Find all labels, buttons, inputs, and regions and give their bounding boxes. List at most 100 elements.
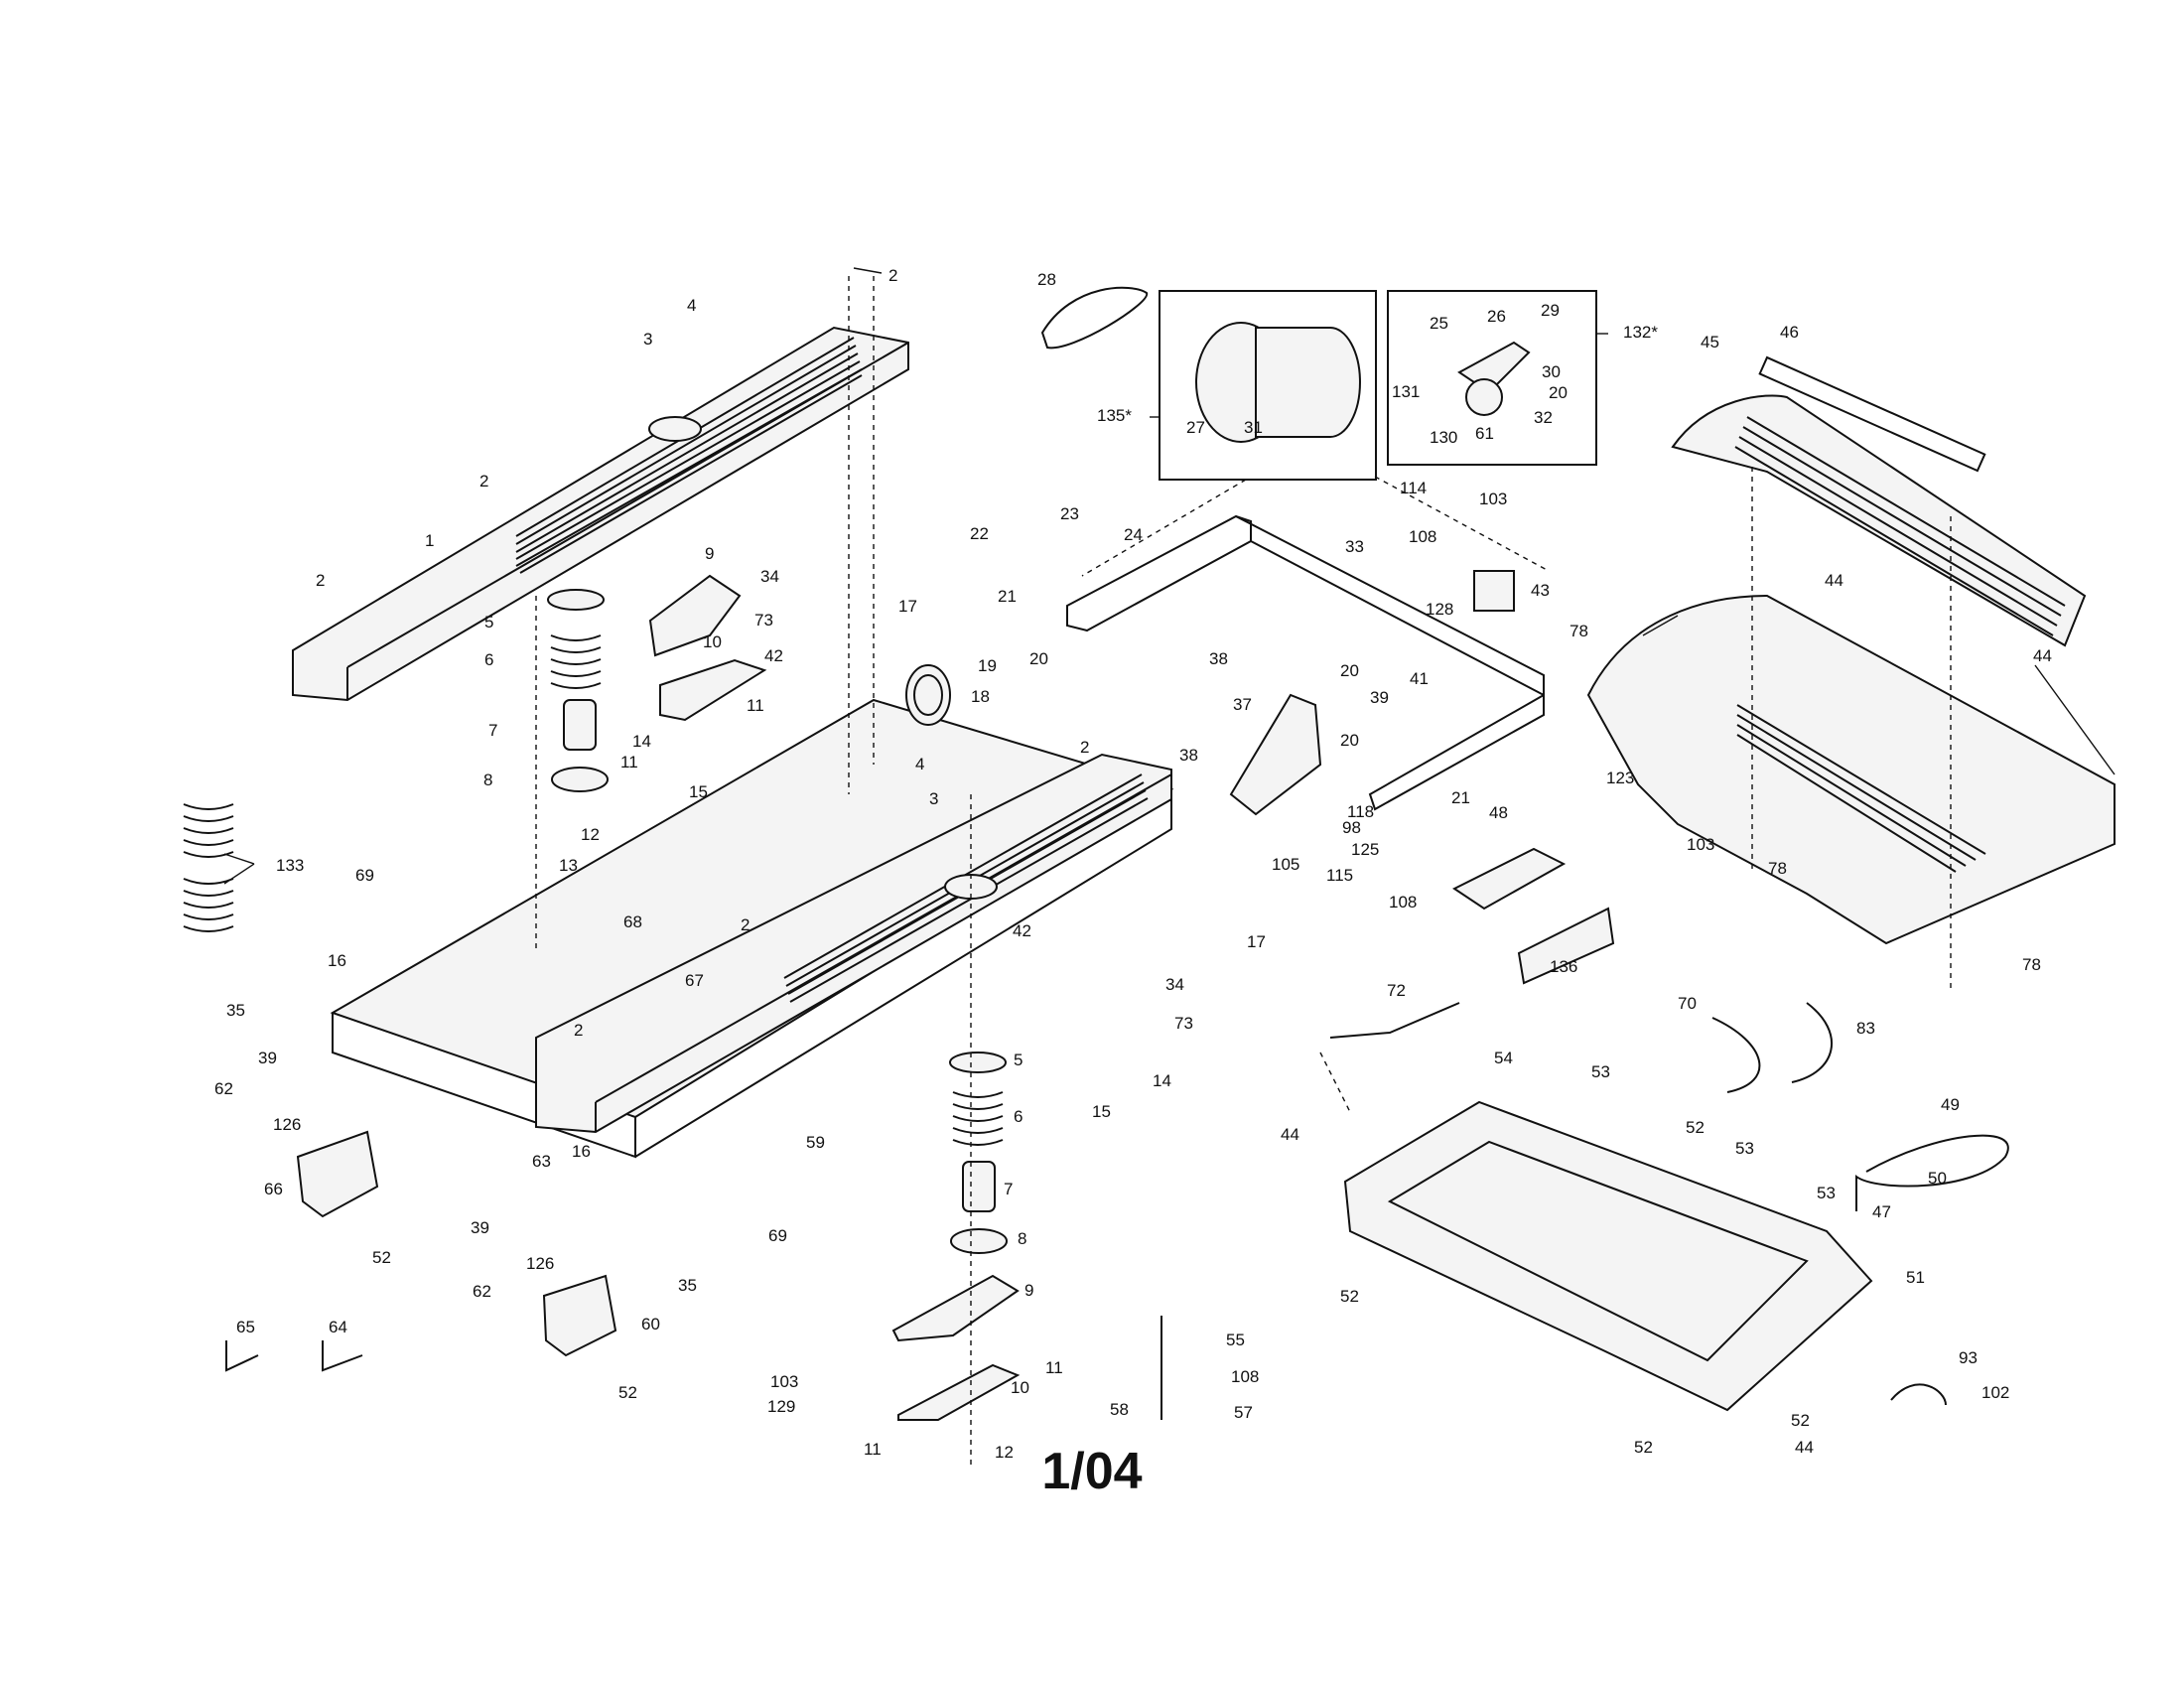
label-38: 38 bbox=[1179, 746, 1198, 765]
incline-bracket bbox=[1229, 693, 1322, 816]
label-51: 51 bbox=[1906, 1268, 1925, 1287]
label-2: 2 bbox=[1080, 738, 1089, 757]
label-31: 31 bbox=[1244, 418, 1263, 437]
label-14: 14 bbox=[632, 732, 651, 751]
label-132: 132* bbox=[1623, 323, 1658, 342]
label-108: 108 bbox=[1409, 527, 1436, 546]
callout-labels: 1 2 2 2 2 2 2 3 3 4 4 5 5 6 6 7 7 8 8 9 … bbox=[214, 266, 2052, 1462]
label-108: 108 bbox=[1389, 893, 1417, 912]
label-30: 30 bbox=[1542, 362, 1561, 381]
right-spring-stack bbox=[949, 1052, 1008, 1254]
label-5: 5 bbox=[484, 613, 493, 632]
label-62: 62 bbox=[473, 1282, 491, 1301]
label-7: 7 bbox=[1004, 1180, 1013, 1198]
label-44: 44 bbox=[1795, 1438, 1814, 1457]
label-114: 114 bbox=[1400, 479, 1427, 497]
label-11: 11 bbox=[864, 1440, 882, 1459]
label-23: 23 bbox=[1060, 504, 1079, 523]
label-8: 8 bbox=[483, 771, 492, 789]
label-93: 93 bbox=[1959, 1348, 1978, 1367]
label-108: 108 bbox=[1231, 1367, 1259, 1386]
label-65: 65 bbox=[236, 1318, 255, 1336]
label-20: 20 bbox=[1340, 661, 1359, 680]
label-27: 27 bbox=[1186, 418, 1205, 437]
label-44: 44 bbox=[2033, 646, 2052, 665]
label-34: 34 bbox=[760, 567, 779, 586]
label-8: 8 bbox=[1018, 1229, 1026, 1248]
label-53: 53 bbox=[1735, 1139, 1754, 1158]
label-10: 10 bbox=[1011, 1378, 1029, 1397]
label-44: 44 bbox=[1825, 571, 1843, 590]
allen-wrenches bbox=[225, 1340, 363, 1372]
label-44: 44 bbox=[1281, 1125, 1299, 1144]
leader-lines bbox=[223, 267, 2116, 885]
label-11: 11 bbox=[620, 753, 638, 772]
label-39: 39 bbox=[471, 1218, 489, 1237]
label-52: 52 bbox=[1634, 1438, 1653, 1457]
right-end-cap bbox=[542, 1274, 617, 1357]
label-126: 126 bbox=[526, 1254, 554, 1273]
label-41: 41 bbox=[1410, 669, 1429, 688]
lower-bracket bbox=[891, 1274, 1021, 1421]
label-20: 20 bbox=[1029, 649, 1048, 668]
hood-top-cover bbox=[1671, 394, 2087, 647]
motor-box bbox=[1159, 290, 1377, 481]
label-15: 15 bbox=[1092, 1102, 1111, 1121]
label-52: 52 bbox=[1791, 1411, 1810, 1430]
label-9: 9 bbox=[705, 544, 714, 563]
label-20: 20 bbox=[1340, 731, 1359, 750]
front-roller bbox=[905, 664, 951, 726]
label-6: 6 bbox=[1014, 1107, 1023, 1126]
label-38: 38 bbox=[1209, 649, 1228, 668]
label-10: 10 bbox=[703, 632, 722, 651]
label-47: 47 bbox=[1872, 1202, 1891, 1221]
label-39: 39 bbox=[258, 1049, 277, 1067]
label-68: 68 bbox=[623, 912, 642, 931]
label-103: 103 bbox=[1479, 490, 1507, 508]
label-13: 13 bbox=[559, 856, 578, 875]
power-cord bbox=[1855, 1134, 2009, 1211]
label-12: 12 bbox=[581, 825, 600, 844]
choke bbox=[1473, 570, 1515, 612]
label-3: 3 bbox=[929, 789, 938, 808]
label-49: 49 bbox=[1941, 1095, 1960, 1114]
label-105: 105 bbox=[1272, 855, 1299, 874]
label-11: 11 bbox=[1045, 1358, 1063, 1377]
label-20: 20 bbox=[1549, 383, 1568, 402]
base-pan bbox=[1343, 1100, 1873, 1412]
label-53: 53 bbox=[1817, 1184, 1836, 1202]
label-2: 2 bbox=[574, 1021, 583, 1040]
label-52: 52 bbox=[618, 1383, 637, 1402]
label-58: 58 bbox=[1110, 1400, 1129, 1419]
label-46: 46 bbox=[1780, 323, 1799, 342]
label-66: 66 bbox=[264, 1180, 283, 1198]
label-42: 42 bbox=[764, 646, 783, 665]
label-50: 50 bbox=[1928, 1169, 1947, 1188]
label-133: 133 bbox=[276, 856, 304, 875]
label-34: 34 bbox=[1165, 975, 1184, 994]
label-39: 39 bbox=[1370, 688, 1389, 707]
label-16: 16 bbox=[572, 1142, 591, 1161]
assembly-guides bbox=[535, 276, 1952, 1470]
label-18: 18 bbox=[971, 687, 990, 706]
label-102: 102 bbox=[1981, 1383, 2009, 1402]
label-12: 12 bbox=[995, 1443, 1014, 1462]
label-136: 136 bbox=[1550, 957, 1577, 976]
label-1: 1 bbox=[425, 531, 434, 550]
page-number: 1/04 bbox=[1041, 1443, 1143, 1500]
label-4: 4 bbox=[687, 296, 696, 315]
spare-springs bbox=[183, 803, 234, 932]
motor-mount-box bbox=[1387, 290, 1597, 466]
motor-belt bbox=[1040, 286, 1149, 350]
label-24: 24 bbox=[1124, 525, 1143, 544]
label-52: 52 bbox=[1686, 1118, 1705, 1137]
label-70: 70 bbox=[1678, 994, 1697, 1013]
label-126: 126 bbox=[273, 1115, 301, 1134]
label-25: 25 bbox=[1430, 314, 1448, 333]
controller-board bbox=[1452, 847, 1567, 911]
label-21: 21 bbox=[998, 587, 1017, 606]
label-33: 33 bbox=[1345, 537, 1364, 556]
label-123: 123 bbox=[1606, 769, 1634, 787]
label-57: 57 bbox=[1234, 1403, 1253, 1422]
label-37: 37 bbox=[1233, 695, 1252, 714]
